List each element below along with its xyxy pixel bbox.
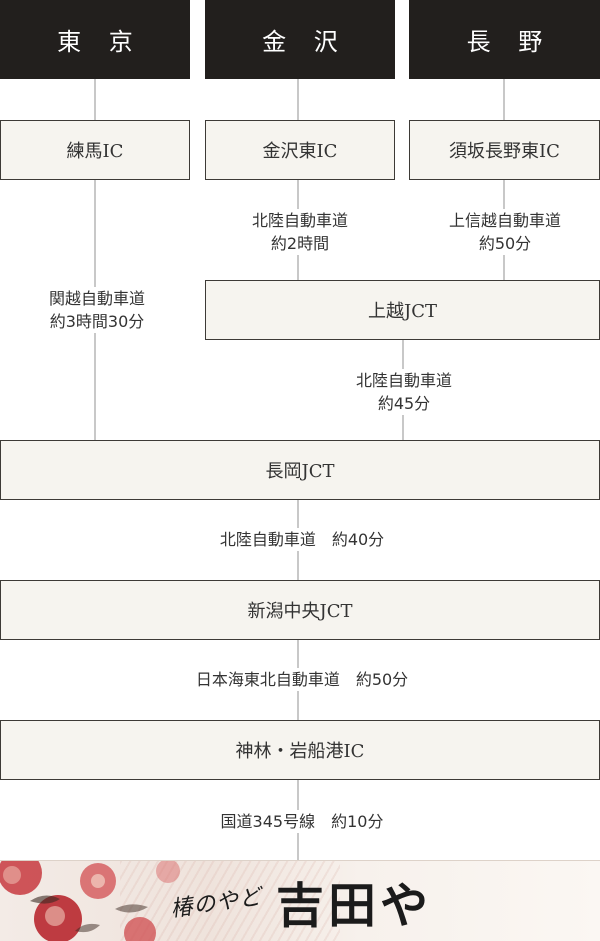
node-joetsu-jct: 上越JCT xyxy=(205,280,600,340)
node-nagaoka-jct: 長岡JCT xyxy=(0,440,600,500)
route-joshinetsu-name: 上信越自動車道 xyxy=(448,211,561,230)
connector-nagano-suzaka xyxy=(503,79,505,120)
node-label-joetsu-jct: 上越JCT xyxy=(368,301,437,322)
city-label-nagano: 長 野 xyxy=(466,28,553,56)
destination-banner: 椿のやど 吉田や xyxy=(0,860,600,941)
route-kokudo-345-text: 国道345号線 約10分 xyxy=(220,812,384,831)
node-niigata-chuo-jct: 新潟中央JCT xyxy=(0,580,600,640)
route-label-nihonkai-tohoku: 日本海東北自動車道 約50分 xyxy=(160,668,444,691)
node-label-nagaoka-jct: 長岡JCT xyxy=(265,461,335,482)
route-kanetsu-time: 約3時間30分 xyxy=(49,312,145,331)
city-label-tokyo: 東 京 xyxy=(57,28,143,56)
node-nerima-ic: 練馬IC xyxy=(0,120,190,180)
node-kamihayashi-iwafunekou-ic: 神林・岩船港IC xyxy=(0,720,600,780)
node-label-niigata-chuo-jct: 新潟中央JCT xyxy=(247,601,353,622)
route-hokuriku-kanazawa-name: 北陸自動車道 xyxy=(251,211,348,230)
node-label-kanazawa-higashi-ic: 金沢東IC xyxy=(262,141,338,162)
ryokan-logo-subtitle: 椿のやど xyxy=(169,884,264,923)
route-label-hokuriku-nagaoka: 北陸自動車道 約40分 xyxy=(190,528,414,551)
camellia-flowers-illustration xyxy=(0,861,180,941)
route-label-hokuriku-joetsu: 北陸自動車道 約45分 xyxy=(340,369,468,415)
ryokan-logo-name: 吉田や xyxy=(276,878,433,934)
connector-tokyo-nerima xyxy=(94,79,96,120)
city-header-kanazawa: 金 沢 xyxy=(205,0,395,79)
node-suzaka-nagano-higashi-ic: 須坂長野東IC xyxy=(409,120,600,180)
route-hokuriku-joetsu-name: 北陸自動車道 xyxy=(355,371,452,390)
node-label-kamihayashi-iwafunekou-ic: 神林・岩船港IC xyxy=(235,741,365,762)
route-hokuriku-joetsu-time: 約45分 xyxy=(377,394,431,413)
route-label-hokuriku-kanazawa: 北陸自動車道 約2時間 xyxy=(236,209,364,255)
route-hokuriku-nagaoka-text: 北陸自動車道 約40分 xyxy=(219,530,385,549)
route-label-joshinetsu: 上信越自動車道 約50分 xyxy=(432,209,578,255)
city-header-nagano: 長 野 xyxy=(409,0,600,79)
node-label-nerima-ic: 練馬IC xyxy=(66,141,124,162)
node-label-suzaka-nagano-higashi-ic: 須坂長野東IC xyxy=(449,141,560,162)
node-kanazawa-higashi-ic: 金沢東IC xyxy=(205,120,395,180)
route-kanetsu-name: 関越自動車道 xyxy=(48,289,145,308)
route-joshinetsu-time: 約50分 xyxy=(478,234,532,253)
ryokan-logo: 椿のやど 吉田や xyxy=(169,869,433,934)
route-hokuriku-kanazawa-time: 約2時間 xyxy=(270,234,330,253)
route-label-kanetsu: 関越自動車道 約3時間30分 xyxy=(25,287,169,333)
route-label-kokudo-345: 国道345号線 約10分 xyxy=(192,810,412,833)
city-header-tokyo: 東 京 xyxy=(0,0,190,79)
route-nihonkai-tohoku-text: 日本海東北自動車道 約50分 xyxy=(195,670,409,689)
connector-kanazawa-kanazawahigashi xyxy=(297,79,299,120)
city-label-kanazawa: 金 沢 xyxy=(262,28,348,56)
